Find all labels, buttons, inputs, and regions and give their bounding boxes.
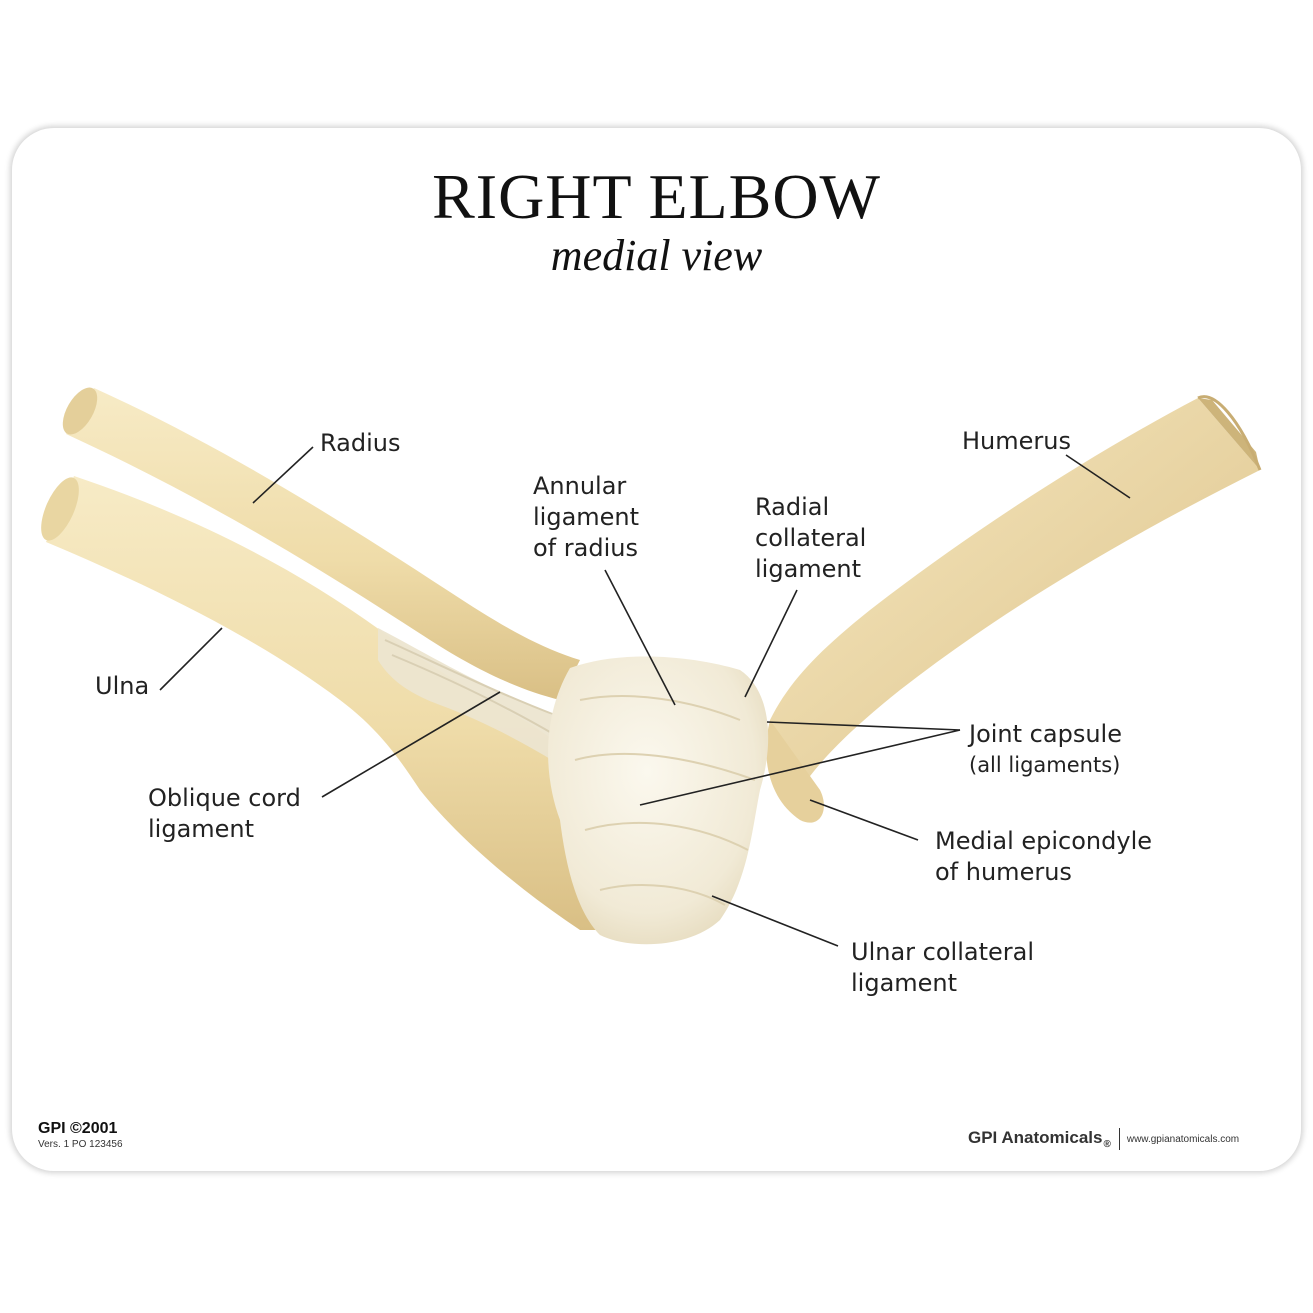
oblique-cord-ligament: [378, 628, 570, 765]
label-annular-ligament: Annular ligament of radius: [533, 472, 640, 562]
version-text: Vers. 1 PO 123456: [38, 1139, 123, 1150]
leader-lines: [159, 446, 1131, 947]
leader-annular: [604, 569, 676, 706]
brand-name: GPI Anatomicals®: [968, 1128, 1111, 1151]
label-oblique-cord-ligament: Oblique cord ligament: [148, 784, 301, 843]
footer-brand: GPI Anatomicals® www.gpianatomicals.com: [968, 1128, 1239, 1150]
leader-radius: [252, 446, 314, 504]
leader-joint-capsule-1: [766, 721, 961, 731]
page-title: RIGHT ELBOW: [432, 161, 881, 232]
label-radial-collateral-ligament: Radial collateral ligament: [755, 493, 867, 583]
registered-mark: ®: [1103, 1139, 1111, 1151]
label-ulnar-collateral-ligament: Ulnar collateral ligament: [851, 938, 1034, 997]
label-joint-capsule: Joint capsule (all ligaments): [969, 720, 1122, 777]
leader-radial-collateral: [744, 589, 798, 698]
label-medial-epicondyle: Medial epicondyle of humerus: [935, 827, 1153, 886]
copyright-text: GPI ©2001: [38, 1120, 118, 1137]
page-subtitle: medial view: [550, 231, 763, 280]
anatomy-card: [12, 128, 1301, 1171]
leader-ulna: [159, 627, 223, 691]
humerus-bone: [766, 395, 1262, 823]
radius-bone: [62, 387, 580, 700]
label-humerus: Humerus: [962, 427, 1071, 455]
label-radius: Radius: [320, 429, 401, 457]
leader-ulnar-collateral: [711, 895, 839, 947]
leader-medial-epicondyle: [809, 799, 919, 841]
leader-humerus: [1065, 454, 1131, 499]
footer-copyright: GPI ©2001 Vers. 1 PO 123456: [38, 1120, 123, 1150]
leader-joint-capsule-2: [639, 729, 961, 806]
leader-oblique-cord: [321, 691, 501, 798]
ulna-bone: [41, 476, 700, 930]
website-link[interactable]: www.gpianatomicals.com: [1126, 1133, 1240, 1145]
footer-divider: [1118, 1128, 1120, 1151]
label-ulna: Ulna: [95, 672, 150, 700]
